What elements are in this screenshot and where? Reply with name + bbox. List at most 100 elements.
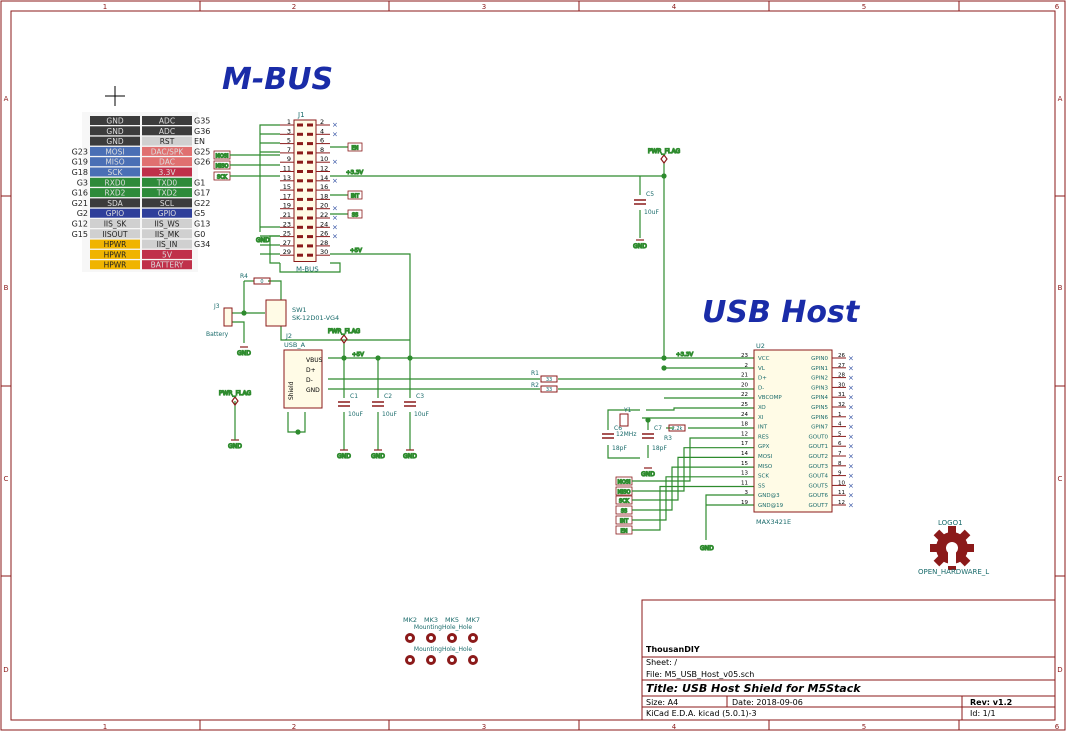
j1-pin-pad xyxy=(297,244,303,248)
pinout-cell xyxy=(90,208,140,218)
j1-pin-number: 26 xyxy=(320,230,328,238)
pinout-gpio-label: G26 xyxy=(194,158,210,167)
j3-value: Battery xyxy=(206,331,229,338)
frame-col-label: 4 xyxy=(672,723,677,731)
u2-pin-name: GOUT7 xyxy=(809,503,829,509)
j1-pin-number: 14 xyxy=(320,174,328,182)
bus-wire xyxy=(632,476,754,521)
capacitor-value: 10uF xyxy=(414,411,429,418)
j1-pin-pad xyxy=(307,216,313,220)
pinout-cell xyxy=(142,136,192,146)
pinout-cell xyxy=(90,116,140,125)
u2-pin-number: 19 xyxy=(741,500,748,506)
pinout-cell-label: IIS_WS xyxy=(154,220,179,229)
j1-pin-pad xyxy=(307,142,313,146)
j1-mbus-header: J1M-BUS13579111315171921232527292×4×6810… xyxy=(280,111,338,274)
j2-pin-name: GND xyxy=(306,387,320,394)
no-connect-icon: × xyxy=(848,502,854,510)
pinout-cell xyxy=(90,167,140,177)
pinout-cell-label: GND xyxy=(106,127,123,136)
tb-date: Date: 2018-09-06 xyxy=(732,698,803,707)
gnd-label: GND xyxy=(371,453,385,460)
u2-pin-number: 1 xyxy=(838,412,842,418)
sw1-ref: SW1 xyxy=(292,306,307,314)
no-connect-icon: × xyxy=(332,177,338,185)
j1-pin-number: 6 xyxy=(320,137,324,145)
pwr-flag-icon xyxy=(340,334,348,344)
j1-pin-number: 23 xyxy=(283,220,291,228)
bus-wire xyxy=(632,437,754,482)
u2-pin-name: GPIN4 xyxy=(811,395,828,401)
resistor-ref: R2 xyxy=(531,382,539,389)
r4-wire xyxy=(268,280,282,300)
pinout-cell-label: TXD0 xyxy=(156,178,177,187)
mounting-hole-icon xyxy=(429,658,433,662)
frame-col-label: 5 xyxy=(862,3,866,11)
wire xyxy=(279,262,341,273)
frame-row-label: B xyxy=(4,284,9,292)
net-label-miso: MISO xyxy=(618,490,631,496)
crystal-body xyxy=(619,413,629,427)
pinout-cell xyxy=(90,157,140,167)
gnd-wire xyxy=(259,124,280,232)
u2-pin-name: D- xyxy=(758,385,764,391)
resistor-ref: R4 xyxy=(240,273,248,280)
mk-label: MountingHole_Hole xyxy=(414,646,472,653)
u2-body xyxy=(753,349,833,513)
v33-label: +3.3V xyxy=(346,170,363,176)
u2-value: MAX3421E xyxy=(756,518,791,526)
xtal-wire xyxy=(607,409,640,420)
frame-col-label: 3 xyxy=(482,723,486,731)
j1-pin-number: 28 xyxy=(320,239,328,247)
pinout-cell xyxy=(90,188,140,198)
u2-pin-name: XI xyxy=(758,415,764,421)
gnd-label: GND xyxy=(700,545,714,552)
sw-wire xyxy=(280,324,410,341)
net-label-box xyxy=(347,190,363,200)
j1-pin-pad xyxy=(297,123,303,127)
j1-pin-number: 15 xyxy=(283,183,291,191)
gnd-label: GND xyxy=(228,443,242,450)
no-connect-icon: × xyxy=(332,205,338,213)
pinout-gpio-label: G2 xyxy=(77,209,88,218)
pinout-cell-label: RST xyxy=(160,137,175,146)
no-connect-icon: × xyxy=(848,462,854,470)
u2-pin-name: GND@3 xyxy=(758,493,780,499)
pinout-cell-label: IIS_MK xyxy=(155,230,180,239)
mk-ref: MK5 xyxy=(445,616,459,624)
u2-pin-name: GOUT3 xyxy=(809,464,829,470)
pinout-cell-label: ADC xyxy=(159,127,175,136)
j1-pin-pad xyxy=(297,207,303,211)
frame-col-label: 1 xyxy=(103,723,107,731)
mounting-hole-icon xyxy=(408,636,412,640)
v33-wire xyxy=(330,175,665,358)
capacitor-ref: C3 xyxy=(416,393,424,400)
u2-pin-number: 14 xyxy=(741,451,748,457)
tb-rev: Rev: v1.2 xyxy=(970,698,1012,707)
u2-pin-name: GOUT1 xyxy=(809,444,828,450)
j1-pin-pad xyxy=(297,225,303,229)
no-connect-icon: × xyxy=(332,158,338,166)
no-connect-icon: × xyxy=(848,364,854,372)
pinout-cell xyxy=(142,157,192,167)
pinout-gpio-label: G16 xyxy=(72,189,88,198)
u2-pin-name: GOUT6 xyxy=(809,493,829,499)
pinout-cell xyxy=(142,188,192,198)
u2-pin-number: 12 xyxy=(741,431,748,437)
resistor-value: 2.2k xyxy=(672,426,683,432)
j2-ref: J2 xyxy=(285,332,292,340)
frame-row-label: A xyxy=(1058,95,1063,103)
gnd-label: GND xyxy=(641,471,655,478)
u2-pin-name: GPIN0 xyxy=(811,356,828,362)
pinout-gpio-label: G13 xyxy=(194,220,210,229)
pinout-cell xyxy=(142,167,192,177)
pinout-gpio-label: G23 xyxy=(72,147,88,156)
pinout-cell xyxy=(90,198,140,208)
title-block xyxy=(641,599,1056,721)
j1-pin-pad xyxy=(307,151,313,155)
frame-row-label: B xyxy=(1058,284,1063,292)
j1-pin-pad xyxy=(297,170,303,173)
resistor-body xyxy=(668,424,686,432)
